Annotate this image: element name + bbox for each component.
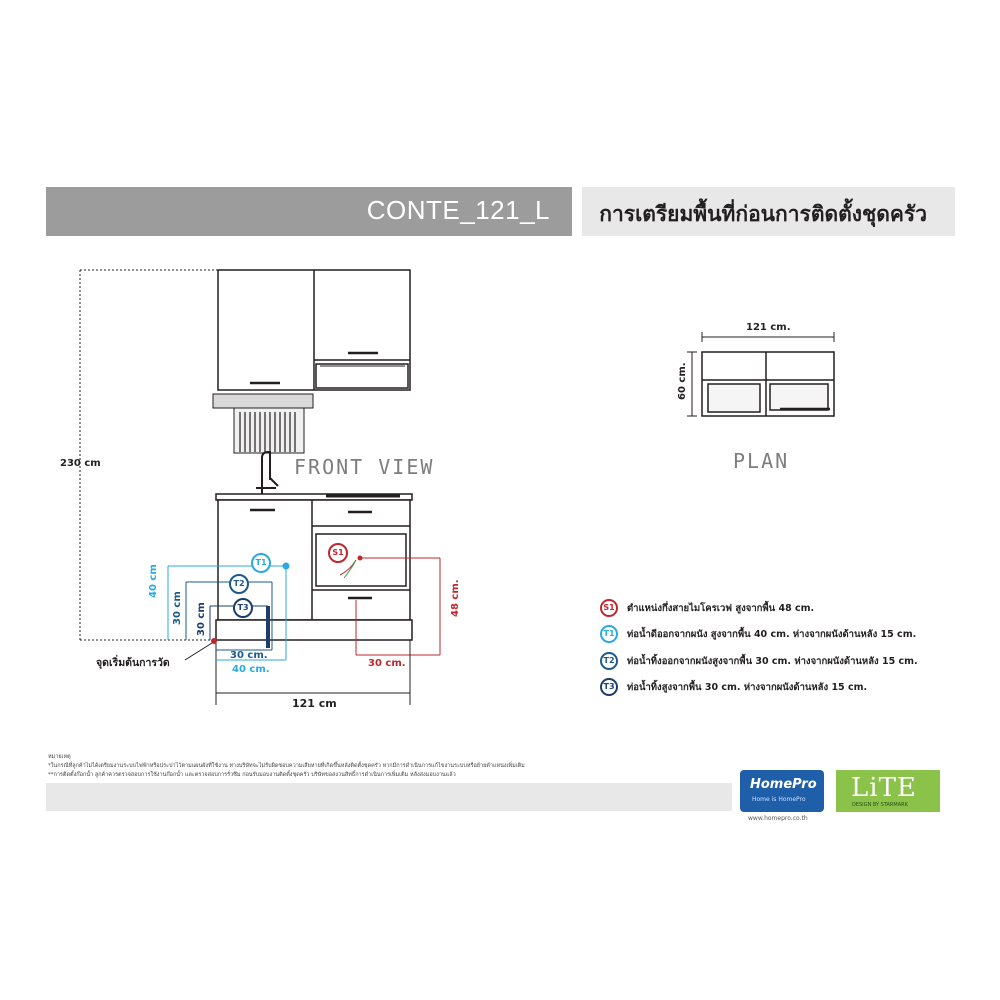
t1-height-label: 40 cm: [148, 564, 159, 598]
footer-bar: [46, 783, 732, 811]
origin-point: [211, 638, 217, 644]
t2-offset-label: 30 cm.: [230, 650, 268, 661]
lite-logo-name: LiTE: [851, 773, 917, 803]
plan-view-label: PLAN: [733, 449, 790, 473]
t2-height-label: 30 cm: [172, 591, 183, 625]
t1-marker: T1: [251, 553, 271, 573]
s1-height-label: 48 cm.: [450, 579, 461, 617]
lite-logo-tag: DESIGN BY STARMARK: [852, 802, 908, 808]
width-dim-label: 121 cm: [292, 697, 337, 710]
legend-s1-badge: S1: [600, 599, 618, 617]
measurement-origin-label: จุดเริ่มต้นการวัด: [96, 657, 170, 669]
s1-marker: S1: [328, 543, 348, 563]
height-dim-label: 230 cm: [60, 458, 101, 469]
model-header: CONTE_121_L: [46, 187, 572, 236]
legend-t1-badge: T1: [600, 625, 618, 643]
t2-marker: T2: [229, 574, 249, 594]
homepro-logo: HomePro Home is HomePro: [740, 770, 824, 812]
s1-offset-label: 30 cm.: [368, 658, 406, 669]
homepro-logo-tag: Home is HomePro: [752, 796, 806, 803]
front-view-label: FRONT VIEW: [294, 455, 435, 479]
homepro-url: www.homepro.co.th: [748, 815, 808, 822]
t3-height-label: 30 cm: [196, 602, 207, 636]
t1-dimensions: [167, 562, 290, 660]
notes-heading: หมายเหตุ: [48, 754, 71, 760]
faucet: [256, 451, 279, 496]
lite-logo: LiTE DESIGN BY STARMARK: [836, 770, 940, 812]
model-title: CONTE_121_L: [366, 195, 550, 225]
upper-cabinets: [217, 269, 411, 391]
page-title: การเตรียมพื้นที่ก่อนการติดตั้งชุดครัว: [599, 202, 927, 226]
legend-t3-text: ท่อน้ำทิ้งสูงจากพื้น 30 cm. ห่างจากผนังด…: [627, 682, 868, 693]
t1-offset-label: 40 cm.: [232, 664, 270, 675]
notes-line-1: *ในกรณีที่ลูกค้าไม่ได้เตรียมงานระบบไฟฟ้า…: [48, 763, 525, 769]
legend-s1-text: ตำแหน่งกึ่งสายไมโครเวฟ สูงจากพื้น 48 cm.: [627, 603, 815, 614]
plan-depth-label: 60 cm.: [677, 362, 688, 400]
title-header: การเตรียมพื้นที่ก่อนการติดตั้งชุดครัว: [582, 187, 955, 236]
legend-t2-badge: T2: [600, 652, 618, 670]
origin-dimensions: [184, 640, 411, 705]
homepro-logo-name: HomePro: [750, 777, 817, 792]
s1-dimensions: [355, 557, 441, 656]
lower-cabinets: [215, 493, 413, 641]
t3-marker: T3: [233, 598, 253, 618]
plan-width-label: 121 cm.: [746, 322, 791, 333]
notes-line-2: **การติดตั้งก๊อกน้ำ ลูกค้าควรตรวจสอบการใ…: [48, 772, 456, 778]
legend-t3-badge: T3: [600, 678, 618, 696]
hood-rack: [212, 393, 314, 454]
legend-t1-text: ท่อน้ำดีออกจากผนัง สูงจากพื้น 40 cm. ห่า…: [627, 629, 917, 640]
legend-t2-text: ท่อน้ำทิ้งออกจากผนังสูงจากพื้น 30 cm. ห่…: [627, 656, 918, 667]
